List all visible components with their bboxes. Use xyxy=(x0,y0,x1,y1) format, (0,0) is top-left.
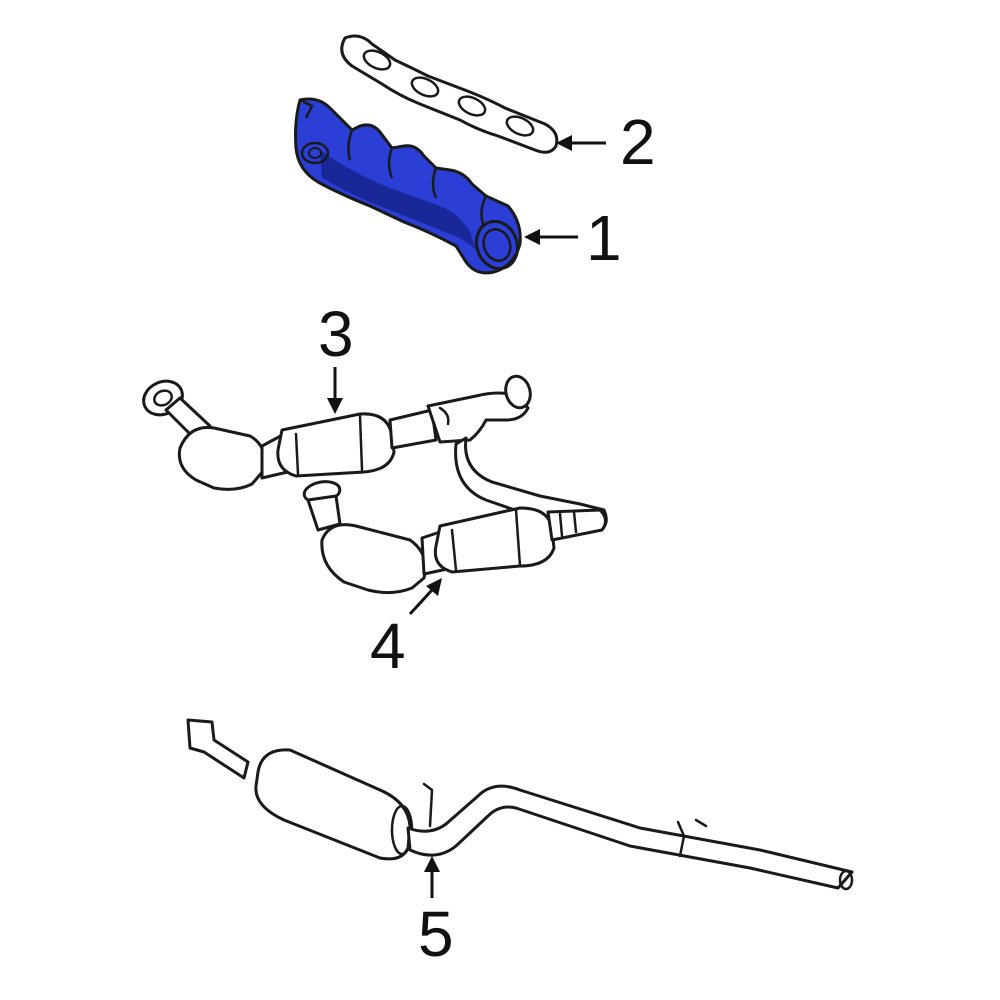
arrowhead-1 xyxy=(524,229,540,245)
arrowhead-2 xyxy=(556,135,572,151)
exhaust-manifold-details xyxy=(299,98,520,271)
muffler-and-tailpipe[interactable] xyxy=(186,718,854,891)
callout-number-5: 5 xyxy=(418,898,454,970)
callout-number-2: 2 xyxy=(620,106,656,178)
exhaust-manifold[interactable] xyxy=(294,97,525,275)
arrowhead-3 xyxy=(327,398,343,414)
callout-numbers: 1 2 3 4 5 xyxy=(318,106,656,970)
arrowhead-4 xyxy=(426,578,442,596)
callout-number-1: 1 xyxy=(586,202,622,274)
arrowhead-5 xyxy=(424,856,440,872)
front-catalytic-converter-pipe[interactable] xyxy=(138,373,534,491)
manifold-gasket[interactable] xyxy=(340,34,559,154)
exhaust-manifold-shading xyxy=(320,150,476,250)
callout-number-3: 3 xyxy=(318,298,354,370)
leader-4 xyxy=(408,588,434,616)
callout-number-4: 4 xyxy=(370,610,406,682)
callout-leaders xyxy=(327,135,606,898)
rear-catalytic-converter-pipe[interactable] xyxy=(302,436,608,595)
